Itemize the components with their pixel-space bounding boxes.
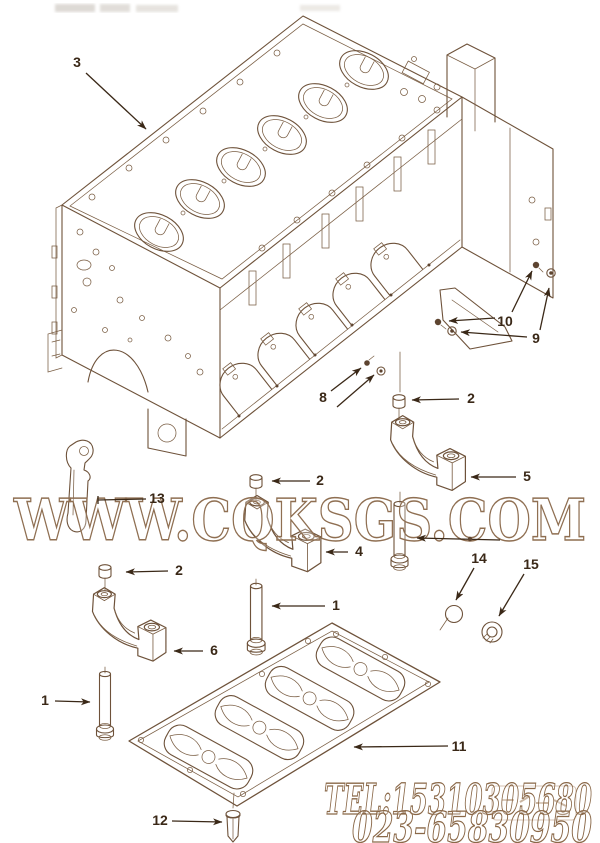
callout-12: 12 (152, 812, 223, 828)
block-deck (61, 15, 463, 289)
callout-label-2: 2 (175, 562, 183, 578)
callout-label-14: 14 (471, 550, 487, 566)
callout-label-5: 5 (523, 468, 531, 484)
stamp-box (491, 785, 577, 821)
plug-15 (481, 621, 503, 644)
callout-2-top: 2 (411, 390, 475, 406)
callout-label-11: 11 (452, 738, 467, 754)
cylinder-bore (216, 147, 266, 187)
callouts: 3 10 9 8 2 5 2 (41, 54, 551, 828)
screw-10-upper (532, 261, 544, 273)
bracket-13 (65, 439, 94, 533)
assembly-centerlines (104, 351, 401, 809)
callout-8: 8 (319, 367, 375, 408)
block-right-face (461, 96, 554, 299)
callout-6: 6 (173, 642, 218, 658)
callout-2-left: 2 (125, 562, 183, 578)
plate-bolt-holes (138, 631, 431, 797)
washer-9-upper (546, 268, 556, 278)
callout-5: 5 (470, 468, 531, 484)
bearing-cap-5 (389, 414, 467, 492)
callout-9: 9 (460, 287, 551, 346)
stiffener-plate (128, 622, 441, 807)
faint-smudge (55, 4, 340, 12)
main-bearing-arch (219, 362, 273, 416)
washer-9-lower (447, 326, 457, 336)
callout-11: 11 (353, 738, 467, 754)
watermark-tel: TEL:15310305680 (324, 775, 592, 824)
cylinder-bore (298, 83, 348, 123)
plate-cutout (315, 636, 406, 702)
callout-1-mid: 1 (271, 597, 340, 613)
callout-15: 15 (498, 556, 539, 617)
callout-label-13: 13 (149, 490, 165, 506)
dowel-pin (392, 394, 406, 409)
callout-label-12: 12 (152, 812, 168, 828)
screw-10-lower (434, 318, 447, 330)
callout-label-8: 8 (319, 389, 327, 405)
cup-plug-14 (439, 604, 464, 631)
callout-1-left: 1 (41, 692, 91, 708)
block-long-face (219, 96, 463, 439)
plug-8-parts (364, 355, 386, 376)
bearing-cap-4 (244, 494, 322, 573)
main-bearing-bolt (95, 670, 115, 741)
cylinder-bore (257, 115, 307, 155)
cylinder-bore (175, 179, 225, 219)
callout-label-1: 1 (332, 597, 340, 613)
plate-cutout (264, 665, 355, 731)
callout-label-6: 6 (210, 642, 218, 658)
watermark-layer: WWW.CQKSGS.COM TEL:15310305680 023-65830… (12, 486, 592, 843)
callout-label-10: 10 (497, 313, 513, 329)
watermark-center: WWW.CQKSGS.COM (13, 487, 586, 554)
callout-4: 4 (325, 543, 363, 559)
rear-housing (446, 43, 496, 132)
callout-obscured (416, 534, 501, 542)
callout-2-mid: 2 (271, 472, 324, 488)
plate-cutout (214, 695, 305, 761)
block-foot-bracket (439, 287, 513, 350)
main-bearing-arch (370, 242, 424, 296)
callout-10: 10 (448, 270, 533, 329)
callout-label-2: 2 (467, 390, 475, 406)
main-bearing-arch (295, 302, 349, 356)
plate-cutout (163, 724, 254, 790)
callout-label-15: 15 (523, 556, 539, 572)
deck-bolt-holes (88, 49, 441, 252)
main-bearing-arches (219, 242, 424, 416)
block-left-face (47, 204, 221, 457)
callout-label-9: 9 (532, 330, 540, 346)
callout-3: 3 (73, 54, 147, 130)
callout-label-3: 3 (73, 54, 81, 70)
bearing-cap-6 (91, 587, 167, 662)
main-bearing-arch (257, 332, 311, 386)
engine-block (47, 15, 554, 457)
main-bearing-bolt (246, 582, 266, 656)
dowel-pin (98, 564, 112, 579)
callout-label-2: 2 (316, 472, 324, 488)
main-bearing-bolt (390, 500, 409, 571)
bolt-12 (225, 809, 241, 843)
callout-label-4: 4 (355, 543, 363, 559)
main-bearing-arch (332, 272, 386, 326)
watermark-phone: 023-65830950 (352, 803, 592, 843)
callout-13: 13 (97, 490, 165, 506)
cylinder-bore (339, 50, 389, 90)
callout-label-1: 1 (41, 692, 49, 708)
callout-14: 14 (455, 550, 487, 601)
cylinder-bores (134, 50, 389, 252)
cylinder-bore (134, 212, 184, 252)
